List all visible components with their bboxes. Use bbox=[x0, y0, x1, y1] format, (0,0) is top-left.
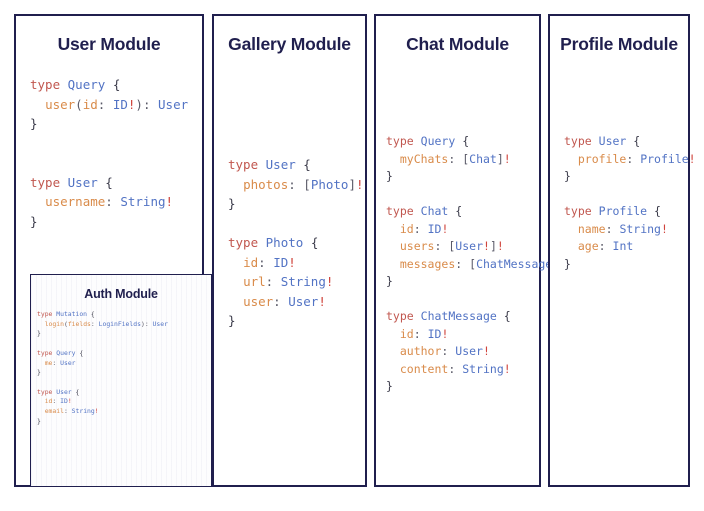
schema-code-user-module: type Query { user(id: ID!): User} type U… bbox=[30, 77, 189, 229]
panel-title-gallery-module: Gallery Module bbox=[228, 34, 351, 54]
panel-auth-module[interactable]: Auth Module type Mutation { login(fields… bbox=[30, 274, 212, 487]
schema-code-chat-module: type Query { myChats: [Chat]!} type Chat… bbox=[386, 134, 566, 393]
panel-title-user-module: User Module bbox=[57, 34, 161, 54]
schema-code-auth-module: type Mutation { login(fields: LoginField… bbox=[37, 310, 168, 425]
panel-title-profile-module: Profile Module bbox=[560, 34, 678, 54]
schema-code-gallery-module: type User { photos: [Photo]!} type Photo… bbox=[228, 157, 364, 328]
panel-profile-module[interactable]: Profile Module type User { profile: Prof… bbox=[548, 14, 696, 487]
schema-code-profile-module: type User { profile: Profile!} type Prof… bbox=[564, 134, 696, 271]
panel-gallery-module[interactable]: Gallery Module type User { photos: [Phot… bbox=[212, 14, 367, 487]
panel-title-auth-module: Auth Module bbox=[84, 287, 158, 301]
panel-title-chat-module: Chat Module bbox=[406, 34, 509, 54]
panel-chat-module[interactable]: Chat Module type Query { myChats: [Chat]… bbox=[374, 14, 566, 487]
panel-user-module[interactable]: User Module type Query { user(id: ID!): … bbox=[14, 14, 212, 487]
